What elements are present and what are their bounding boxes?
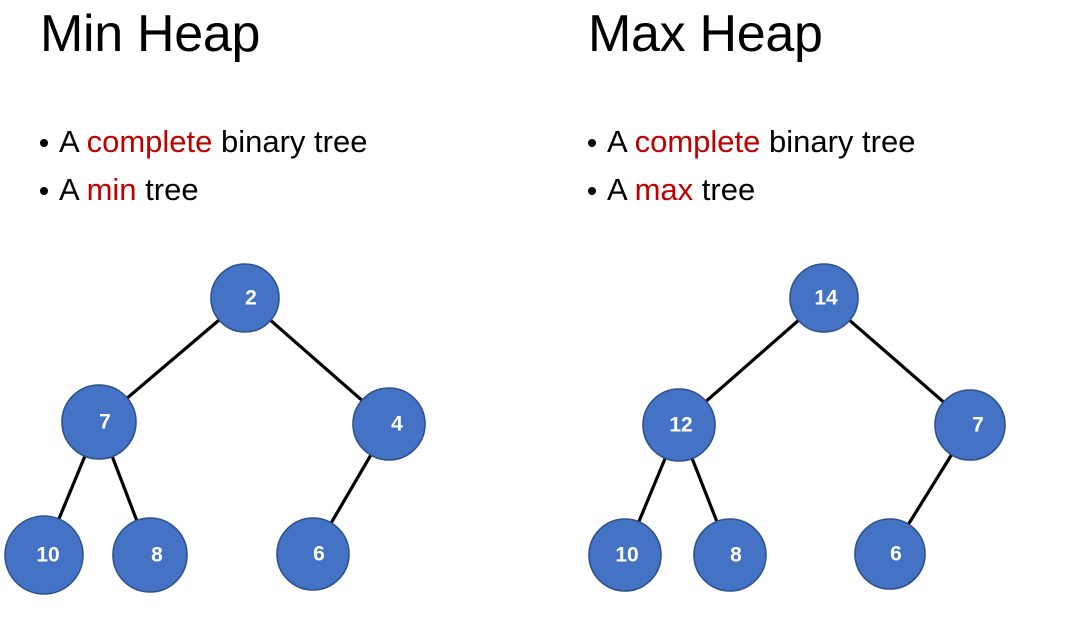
- tree-node-label: 14: [814, 287, 838, 310]
- tree-node[interactable]: 2: [210, 263, 280, 333]
- bullet-text-pre: A: [59, 172, 87, 207]
- tree-node-circle: [588, 518, 662, 592]
- tree-node[interactable]: 10: [588, 518, 662, 592]
- tree-node-label: 12: [669, 414, 692, 437]
- list-item: A max tree: [586, 166, 915, 214]
- tree-node[interactable]: 8: [693, 518, 767, 592]
- tree-node[interactable]: 6: [276, 517, 350, 591]
- bullet-text-post: binary tree: [212, 124, 368, 159]
- column-max-heap: Max Heap A complete binary tree A max tr…: [535, 0, 1070, 638]
- bullet-keyword: min: [86, 172, 137, 207]
- tree-edge: [690, 456, 719, 524]
- tree-node-label: 7: [99, 411, 111, 434]
- tree-edge: [847, 318, 946, 404]
- bullet-keyword: complete: [86, 124, 213, 159]
- tree-node-circle: [112, 517, 188, 593]
- tree-node[interactable]: 8: [112, 517, 188, 593]
- tree-node-label: 4: [391, 413, 403, 436]
- bullet-dot-icon: [40, 187, 48, 195]
- bullet-dot-icon: [588, 139, 596, 147]
- tree-node-label: 8: [151, 544, 163, 567]
- tree-node-circle: [276, 517, 350, 591]
- bullet-text-post: binary tree: [760, 124, 916, 159]
- tree-node-circle: [642, 388, 716, 462]
- tree-nodes-min-heap: 2 7 4 10 8 6: [4, 263, 426, 595]
- tree-node-circle: [352, 387, 426, 461]
- tree-node-label: 6: [890, 543, 902, 566]
- tree-node-circle: [210, 263, 280, 333]
- list-item: A complete binary tree: [586, 118, 915, 166]
- tree-node[interactable]: 4: [352, 387, 426, 461]
- tree-node[interactable]: 14: [789, 263, 859, 333]
- page-title-max-heap: Max Heap: [588, 5, 823, 63]
- tree-node[interactable]: 12: [642, 388, 716, 462]
- tree-node-circle: [934, 389, 1006, 461]
- tree-edge: [125, 318, 221, 400]
- tree-node-label: 8: [730, 544, 742, 567]
- tree-node-label: 10: [36, 544, 59, 567]
- tree-node[interactable]: 7: [61, 384, 137, 460]
- tree-diagram-max-heap: 14 12 7 10 8 6: [588, 263, 1006, 592]
- tree-node[interactable]: 7: [934, 389, 1006, 461]
- bullet-keyword: complete: [634, 124, 761, 159]
- tree-edge: [704, 318, 801, 404]
- tree-edge: [636, 456, 668, 524]
- list-item: A min tree: [38, 166, 367, 214]
- tree-edge: [329, 453, 373, 525]
- bullet-keyword: max: [634, 172, 694, 207]
- bullet-text-pre: A: [607, 124, 635, 159]
- bullet-dot-icon: [40, 139, 48, 147]
- bullet-list-max-heap: A complete binary tree A max tree: [586, 118, 915, 214]
- tree-node[interactable]: 6: [854, 518, 926, 590]
- tree-edges-min-heap: [57, 318, 373, 525]
- bullet-text-pre: A: [59, 124, 87, 159]
- list-item: A complete binary tree: [38, 118, 367, 166]
- tree-edge: [906, 453, 954, 526]
- column-min-heap: Min Heap A complete binary tree A min tr…: [4, 5, 426, 595]
- tree-node-label: 10: [615, 544, 638, 567]
- bullet-list-min-heap: A complete binary tree A min tree: [38, 118, 367, 214]
- bullet-text-post: tree: [136, 172, 199, 207]
- tree-node[interactable]: 10: [4, 515, 84, 595]
- tree-node-circle: [854, 518, 926, 590]
- bullet-dot-icon: [588, 187, 596, 195]
- tree-node-circle: [693, 518, 767, 592]
- bullet-text-pre: A: [607, 172, 635, 207]
- tree-diagram-min-heap: 2 7 4 10 8 6: [4, 263, 426, 595]
- bullet-text-post: tree: [693, 172, 756, 207]
- tree-edge: [268, 318, 364, 403]
- tree-node-circle: [789, 263, 859, 333]
- tree-edge: [110, 455, 139, 522]
- tree-node-label: 2: [245, 287, 257, 310]
- tree-node-circle: [61, 384, 137, 460]
- page-title-min-heap: Min Heap: [40, 5, 261, 63]
- tree-node-label: 6: [313, 543, 325, 566]
- tree-node-label: 7: [972, 414, 984, 437]
- tree-edge: [57, 454, 87, 521]
- tree-edges-max-heap: [636, 318, 954, 526]
- tree-node-circle: [4, 515, 84, 595]
- tree-nodes-max-heap: 14 12 7 10 8 6: [588, 263, 1006, 592]
